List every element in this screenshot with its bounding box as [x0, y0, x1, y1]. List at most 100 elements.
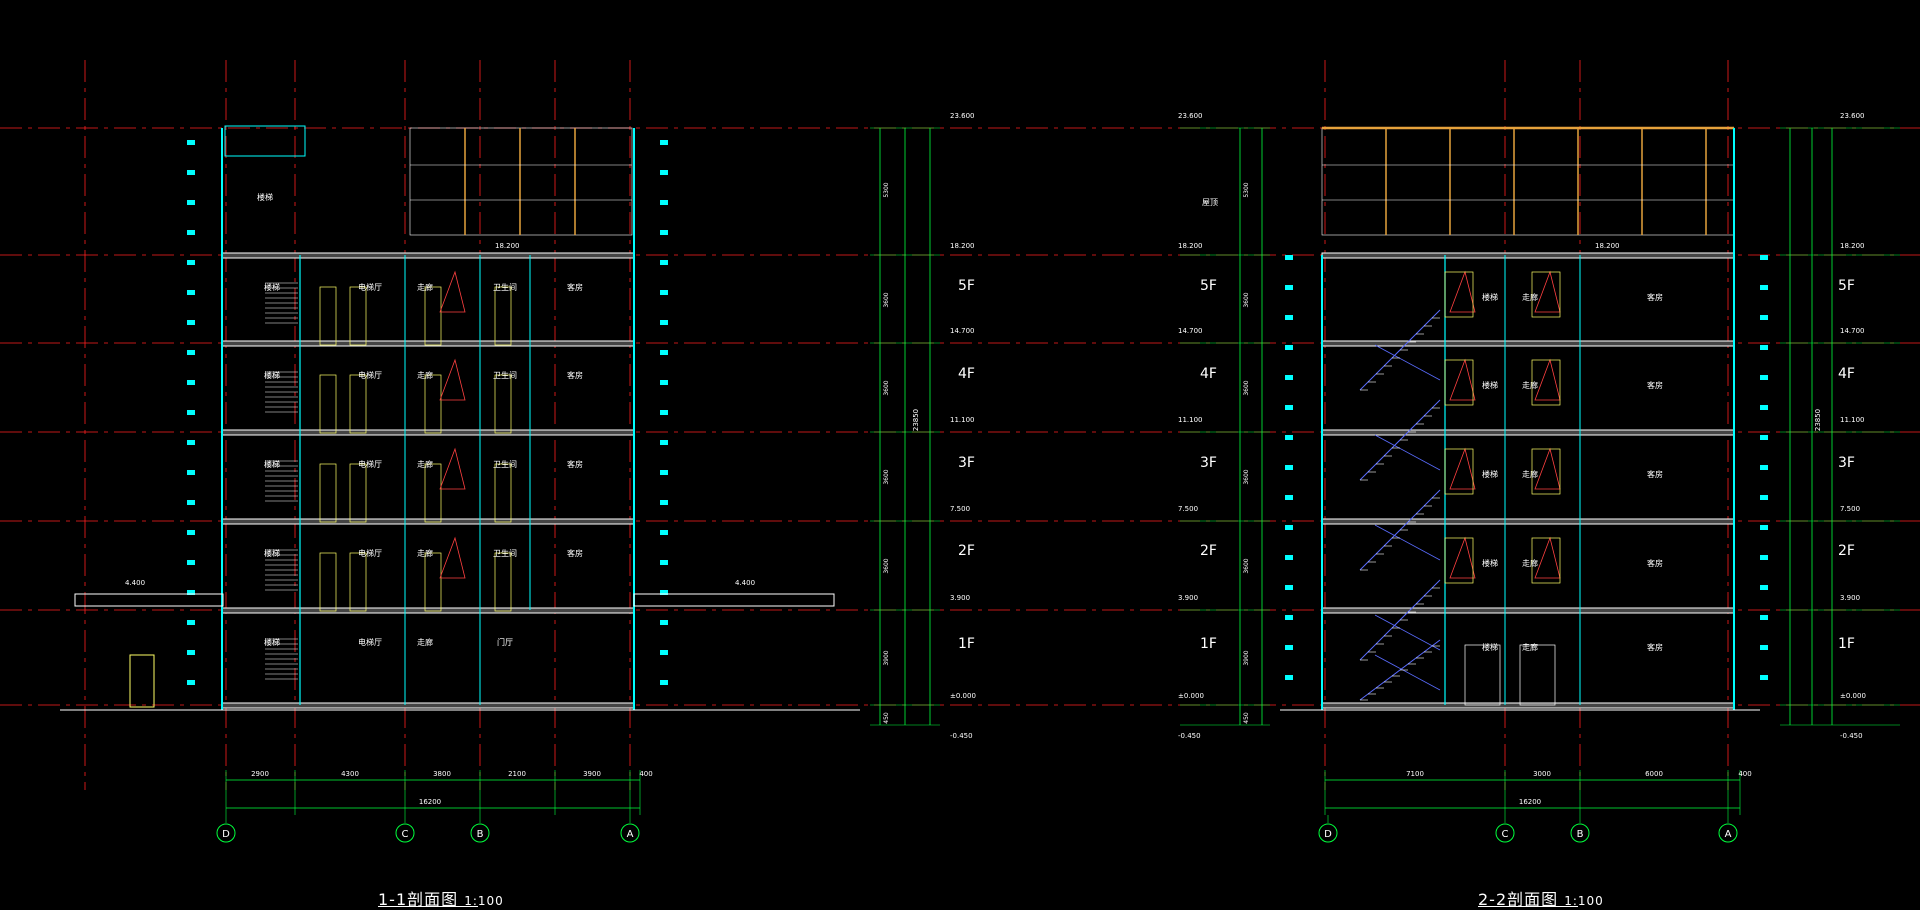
dim-value: 3800 — [433, 770, 451, 778]
shaft-mark — [1534, 536, 1561, 579]
door — [1444, 537, 1474, 584]
door — [1444, 448, 1474, 495]
elevation-label: 3.900 — [950, 594, 970, 602]
floor-label: 3F — [1200, 455, 1217, 471]
canopy-elevation: 4.400 — [735, 579, 755, 587]
window-tick-right — [660, 680, 668, 685]
section-1-1-scale: 1:100 — [464, 894, 504, 908]
axis-bubble — [1570, 823, 1590, 843]
window-tick-left — [1285, 645, 1293, 650]
window-tick-left — [1285, 615, 1293, 620]
storey-height: 3600 — [1243, 469, 1250, 484]
window-tick-left — [187, 620, 195, 625]
axis-label: B — [1577, 829, 1584, 840]
storey-height: 450 — [1243, 712, 1250, 724]
dim-value: 2100 — [508, 770, 526, 778]
door — [1519, 644, 1556, 706]
window-tick-left — [187, 380, 195, 385]
window-tick-left — [187, 470, 195, 475]
room-label: 走廊 — [417, 370, 433, 380]
storey-height: 3900 — [883, 650, 890, 665]
room-label: 客房 — [567, 370, 583, 380]
axis-bubble — [395, 823, 415, 843]
axis-bubble — [216, 823, 236, 843]
door — [319, 552, 337, 612]
axis-bubble — [1318, 823, 1338, 843]
window-tick-right — [660, 620, 668, 625]
window-tick-right — [1760, 675, 1768, 680]
window-tick-left — [187, 560, 195, 565]
axis-bubble — [1495, 823, 1515, 843]
window-tick-right — [1760, 465, 1768, 470]
floor-label-right: 2F — [1838, 543, 1855, 559]
axis-bubble — [1718, 823, 1738, 843]
floor-slab — [1321, 518, 1735, 525]
axis-label: A — [627, 829, 634, 840]
storey-height: 3900 — [1243, 650, 1250, 665]
window-tick-right — [660, 380, 668, 385]
elevation-label: 18.200 — [950, 242, 975, 250]
shaft-mark — [1449, 358, 1476, 401]
shaft-mark — [1534, 358, 1561, 401]
floor-slab — [221, 252, 635, 259]
window-tick-right — [1760, 345, 1768, 350]
section-1-1: 楼梯电梯厅走廊卫生间客房楼梯电梯厅走廊卫生间客房楼梯电梯厅走廊卫生间客房楼梯电梯… — [60, 112, 976, 843]
dim-total: 16200 — [1519, 798, 1541, 806]
window-tick-left — [1285, 675, 1293, 680]
room-label: 客房 — [1647, 469, 1663, 479]
entrance-door — [129, 654, 155, 708]
stair-flight-back — [1374, 434, 1441, 471]
window-tick-left — [187, 200, 195, 205]
elevation-label: 18.200 — [1178, 242, 1203, 250]
window-tick-right — [1760, 645, 1768, 650]
roof-elevation: 18.200 — [495, 242, 520, 250]
window-tick-right — [660, 410, 668, 415]
section-1-1-title-text: 1-1剖面图 — [378, 890, 459, 909]
window-tick-left — [187, 260, 195, 265]
door — [1444, 271, 1474, 318]
window-tick-left — [187, 500, 195, 505]
section-2-2-scale: 1:100 — [1564, 894, 1604, 908]
window-tick-right — [660, 590, 668, 595]
stair-flight-back — [1374, 654, 1441, 691]
window-tick-right — [1760, 555, 1768, 560]
dim-value: 6000 — [1645, 770, 1663, 778]
shaft-mark — [1534, 270, 1561, 313]
room-label: 走廊 — [417, 282, 433, 292]
room-label: 电梯厅 — [358, 637, 382, 647]
floor-label-right: 5F — [1838, 278, 1855, 294]
shaft-mark — [439, 270, 466, 313]
section-2-2-title: 2-2剖面图 1:100 — [1478, 886, 1604, 910]
storey-height: 3600 — [1243, 558, 1250, 573]
elevation-label: 11.100 — [1840, 416, 1865, 424]
elevation-label: 3.900 — [1178, 594, 1198, 602]
roof-frame — [409, 127, 633, 236]
storey-height: 3600 — [1243, 380, 1250, 395]
floor-label: 1F — [1200, 636, 1217, 652]
window-tick-left — [187, 230, 195, 235]
shaft-mark — [439, 447, 466, 490]
canopy-right — [633, 593, 835, 607]
shaft-mark — [1534, 447, 1561, 490]
dim-value: 4300 — [341, 770, 359, 778]
axis-bubble — [620, 823, 640, 843]
room-label: 走廊 — [417, 548, 433, 558]
window-tick-right — [660, 350, 668, 355]
elevation-label: 23.600 — [1178, 112, 1203, 120]
door — [424, 463, 442, 523]
floor-label: 5F — [1200, 278, 1217, 294]
window-tick-left — [187, 590, 195, 595]
room-label: 卫生间 — [493, 548, 517, 558]
room-label: 电梯厅 — [358, 459, 382, 469]
window-tick-left — [187, 680, 195, 685]
shaft-mark — [1449, 447, 1476, 490]
floor-slab — [1321, 607, 1735, 614]
shaft-mark — [1449, 536, 1476, 579]
room-label: 卫生间 — [493, 282, 517, 292]
stair-flight-back — [1374, 614, 1441, 651]
window-tick-right — [1760, 315, 1768, 320]
floor-slab — [1321, 340, 1735, 347]
elevation-label: 7.500 — [1840, 505, 1860, 513]
floor-label: 1F — [958, 636, 975, 652]
